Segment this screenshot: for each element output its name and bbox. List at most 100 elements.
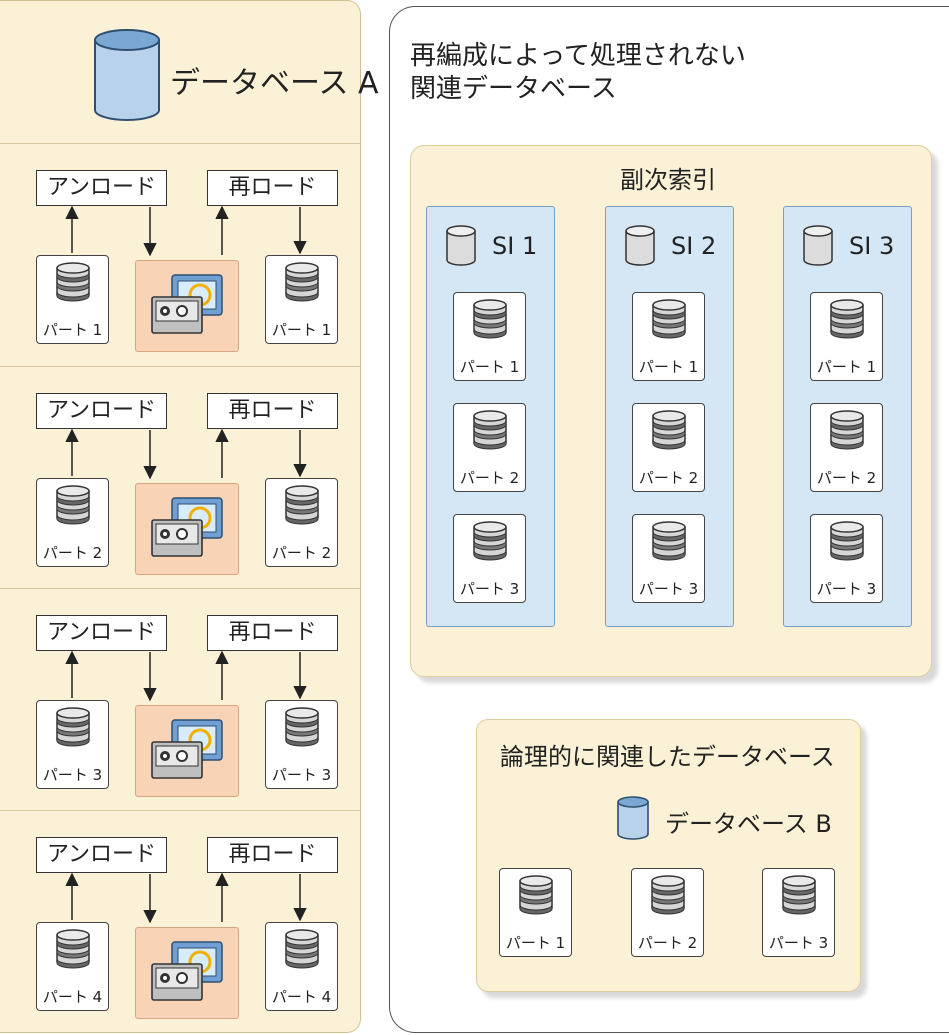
- target-partition: パート 3: [265, 700, 338, 789]
- unload-label: アンロード: [36, 837, 167, 873]
- tape-storage: [135, 483, 239, 575]
- flow-arrow: [215, 428, 229, 478]
- partition-db-icon: [650, 875, 685, 915]
- partition-label: パート 3: [42, 766, 103, 784]
- divider: [0, 588, 360, 589]
- partition-db-icon: [781, 875, 816, 915]
- partition-label: パート 1: [42, 321, 103, 339]
- partition-label: パート 3: [638, 580, 699, 598]
- reload-label: 再ロード: [207, 837, 338, 873]
- reload-label: 再ロード: [207, 615, 338, 651]
- secondary-index-title: 副次索引: [620, 166, 716, 194]
- flow-arrow: [215, 205, 229, 255]
- tape-storage: [135, 927, 239, 1019]
- partition-db-icon: [651, 299, 686, 339]
- target-partition: パート 1: [265, 255, 338, 344]
- database-b-icon: [617, 796, 649, 840]
- index-partition: パート 2: [453, 403, 526, 492]
- flow-arrow: [293, 652, 307, 700]
- partition-label: パート 1: [459, 358, 520, 376]
- partition-db-icon: [829, 521, 864, 561]
- database-b-partition: パート 1: [499, 868, 572, 957]
- related-title-line-2: 関連データベース: [410, 74, 617, 104]
- partition-label: パート 4: [271, 988, 332, 1006]
- tape-cartridge-icon: [151, 941, 223, 1001]
- source-partition: パート 1: [36, 255, 109, 344]
- database-b-partition: パート 2: [631, 868, 704, 957]
- partition-db-icon: [284, 262, 319, 302]
- unload-label: アンロード: [36, 170, 167, 206]
- index-partition: パート 1: [453, 292, 526, 381]
- partition-db-icon: [55, 485, 90, 525]
- partition-label: パート 3: [768, 934, 829, 952]
- secondary-index-name: SI 2: [671, 232, 717, 260]
- partition-label: パート 2: [271, 544, 332, 562]
- flow-arrow: [65, 872, 79, 920]
- tape-cartridge-icon: [151, 274, 223, 334]
- secondary-index-name: SI 1: [492, 232, 538, 260]
- partition-db-icon: [651, 410, 686, 450]
- partition-db-icon: [472, 299, 507, 339]
- partition-db-icon: [55, 707, 90, 747]
- reload-label: 再ロード: [207, 170, 338, 206]
- related-title-line-1: 再編成によって処理されない: [410, 41, 746, 71]
- partition-label: パート 1: [638, 358, 699, 376]
- database-b-partition: パート 3: [762, 868, 835, 957]
- partition-db-icon: [518, 875, 553, 915]
- partition-db-icon: [55, 262, 90, 302]
- partition-db-icon: [651, 521, 686, 561]
- divider: [0, 810, 360, 811]
- tape-cartridge-icon: [151, 497, 223, 557]
- reload-label: 再ロード: [207, 393, 338, 429]
- partition-db-icon: [829, 299, 864, 339]
- flow-arrow: [143, 207, 157, 257]
- logical-related-title: 論理的に関連したデータベース: [500, 743, 835, 771]
- partition-label: パート 2: [42, 544, 103, 562]
- source-partition: パート 4: [36, 922, 109, 1011]
- flow-arrow: [293, 874, 307, 922]
- partition-label: パート 4: [42, 988, 103, 1006]
- unload-label: アンロード: [36, 393, 167, 429]
- index-partition: パート 3: [453, 514, 526, 603]
- partition-db-icon: [829, 410, 864, 450]
- index-db-icon: [803, 225, 833, 266]
- flow-arrow: [293, 430, 307, 478]
- tape-storage: [135, 260, 239, 352]
- partition-label: パート 3: [459, 580, 520, 598]
- flow-arrow: [215, 650, 229, 700]
- partition-label: パート 2: [816, 469, 877, 487]
- partition-label: パート 2: [637, 934, 698, 952]
- flow-arrow: [143, 652, 157, 702]
- partition-label: パート 2: [638, 469, 699, 487]
- flow-arrow: [143, 874, 157, 924]
- target-partition: パート 2: [265, 478, 338, 567]
- partition-db-icon: [472, 410, 507, 450]
- related-databases-title: 再編成によって処理されない 関連データベース: [410, 40, 746, 106]
- source-partition: パート 2: [36, 478, 109, 567]
- partition-label: パート 1: [271, 321, 332, 339]
- flow-arrow: [143, 430, 157, 480]
- index-db-icon: [625, 225, 655, 266]
- flow-arrow: [65, 650, 79, 698]
- partition-label: パート 3: [271, 766, 332, 784]
- partition-label: パート 2: [459, 469, 520, 487]
- flow-arrow: [293, 207, 307, 255]
- database-a-icon: [94, 29, 160, 121]
- index-db-icon: [446, 225, 476, 266]
- divider: [0, 143, 360, 144]
- index-partition: パート 2: [632, 403, 705, 492]
- partition-label: パート 1: [505, 934, 566, 952]
- secondary-index-name: SI 3: [849, 232, 895, 260]
- index-partition: パート 3: [810, 514, 883, 603]
- source-partition: パート 3: [36, 700, 109, 789]
- partition-db-icon: [472, 521, 507, 561]
- partition-db-icon: [284, 929, 319, 969]
- index-partition: パート 3: [632, 514, 705, 603]
- flow-arrow: [65, 428, 79, 476]
- flow-arrow: [215, 872, 229, 922]
- tape-cartridge-icon: [151, 719, 223, 779]
- index-partition: パート 1: [632, 292, 705, 381]
- unload-label: アンロード: [36, 615, 167, 651]
- partition-label: パート 3: [816, 580, 877, 598]
- partition-db-icon: [284, 707, 319, 747]
